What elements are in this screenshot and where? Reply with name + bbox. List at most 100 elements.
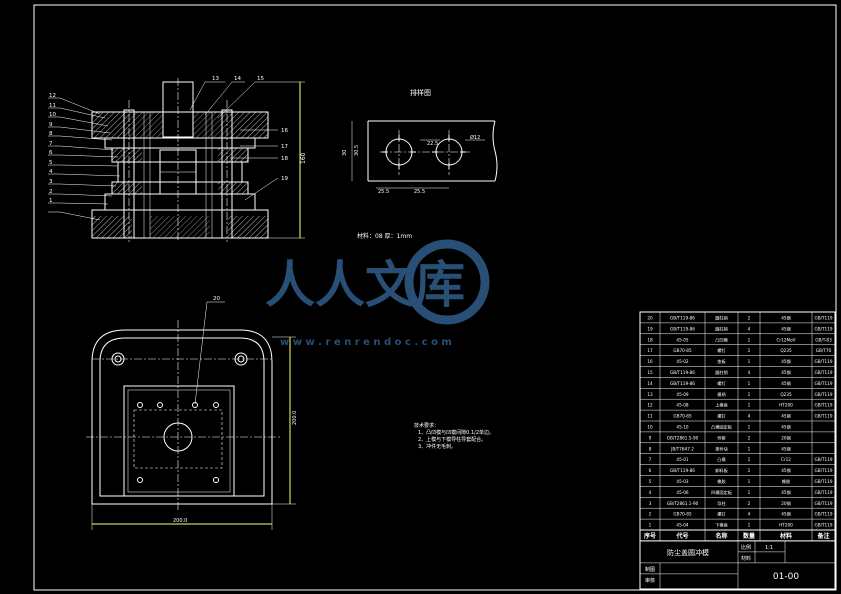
bom-cell: GB/T119-86 [670, 381, 695, 386]
tech-line-1: 1、凸凹模与凹模间隙0.1/2单边。 [418, 429, 494, 436]
callout-6: 6 [49, 150, 53, 156]
dim-plan-width: 200.0 [173, 518, 187, 524]
callout-1: 1 [49, 198, 53, 204]
bom-cell: 1 [748, 359, 751, 364]
bom-cell: HT200 [779, 523, 793, 528]
bom-cell: 2 [748, 435, 751, 440]
tech-line-2: 2、上模与下模导柱导套配合。 [418, 436, 486, 443]
callout-11: 11 [49, 103, 56, 109]
callout-16: 16 [281, 128, 288, 134]
bom-cell: 14 [647, 381, 653, 386]
callout-14: 14 [234, 76, 241, 82]
bom-header-cell: 备注 [816, 532, 829, 540]
bom-cell: 45-01 [676, 457, 689, 462]
bom-cell: GB/T119 [814, 326, 832, 331]
bom-cell: GB/T119 [814, 490, 832, 495]
bom-cell: GB/T70 [816, 348, 832, 353]
bom-cell: 45-05 [676, 337, 689, 342]
bom-cell: 45-10 [676, 425, 689, 430]
bom-cell: 2 [649, 512, 652, 517]
technical-requirements: 技术要求： 1、凸凹模与凹模间隙0.1/2单边。 2、上模与下模导柱导套配合。 … [414, 422, 494, 450]
bom-cell: 1 [748, 490, 751, 495]
bom-scale-label: 比例 [741, 544, 751, 551]
callout-8: 8 [49, 131, 53, 137]
callout-17: 17 [281, 144, 288, 150]
callout-13: 13 [212, 76, 219, 82]
tech-title: 技术要求： [414, 422, 439, 429]
strip-layout-view: 排样图 30 30.5 25.5 25.5 22.5 Ø12 材料：08 厚：1… [342, 88, 498, 240]
bom-cell: GB/T2861.1-90 [667, 501, 699, 506]
callout-20: 20 [213, 296, 220, 302]
bom-cell: 7 [649, 457, 652, 462]
bom-cell: GB/T119 [814, 403, 832, 408]
bom-cell: 1 [748, 392, 751, 397]
bom-cell: 19 [647, 326, 653, 331]
bom-cell: 45钢 [781, 369, 791, 376]
bom-cell: 45钢 [781, 467, 791, 474]
bom-cell: 45钢 [781, 413, 791, 420]
bom-cell: 8 [649, 446, 652, 451]
bom-header-cell: 名称 [715, 532, 727, 540]
callout-15: 15 [257, 76, 264, 82]
dim-strip-pitch: 22.5 [427, 141, 438, 147]
drawing-frame [33, 4, 837, 591]
bom-cell: GB/T119-86 [670, 316, 695, 321]
bom-cell: 下模座 [715, 522, 728, 529]
bom-cell: 1 [748, 457, 751, 462]
bom-cell: 上模座 [715, 402, 728, 409]
bom-cell: 螺钉 [717, 347, 726, 354]
bom-cell: 2 [748, 501, 751, 506]
dim-strip-len2: 25.5 [414, 189, 425, 195]
bom-cell: 16 [647, 359, 653, 364]
bom-cell: 导套 [717, 434, 726, 441]
bom-cell: 螺钉 [717, 413, 726, 420]
bom-cell: 1 [748, 425, 751, 430]
bom-cell: 12 [647, 403, 653, 408]
callout-2: 2 [49, 189, 53, 195]
bom-cell: 凸凹模 [715, 336, 728, 343]
bom-cell: 1 [748, 381, 751, 386]
bom-cell: 螺钉 [717, 380, 726, 387]
bom-cell: 18 [647, 337, 653, 342]
bom-cell: 11 [647, 414, 653, 419]
bom-cell: HT200 [779, 403, 793, 408]
bom-cell: 圆柱销 [715, 325, 728, 332]
bom-cell: 10 [647, 425, 653, 430]
bom-cell: GB70-85 [673, 512, 692, 517]
bom-header-cell: 代号 [675, 532, 688, 540]
bom-cell: GB70-85 [673, 348, 692, 353]
bom-cell: 垫板 [717, 358, 726, 365]
bom-cell: GB/T-83 [815, 337, 832, 342]
callout-19: 19 [281, 176, 288, 182]
bom-cell: 4 [748, 326, 751, 331]
bom-cell: 橡胶 [782, 478, 790, 485]
bom-cell: 45钢 [781, 315, 791, 322]
bom-cell: 20钢 [781, 500, 791, 507]
plan-view: 200.0 200.0 20 [86, 296, 298, 530]
watermark-ring [404, 239, 490, 325]
watermark: 人人文库 w w w . r e n r e n d o c . c o m [265, 239, 490, 348]
bom-cell: 45钢 [781, 489, 791, 496]
bom-cell: GB/T119 [814, 523, 832, 528]
bom-cell: GB/T119-86 [670, 468, 695, 473]
bom-cell: GB70-85 [673, 414, 692, 419]
callout-4: 4 [49, 169, 53, 175]
bom-cell: 45-03 [676, 479, 689, 484]
dim-strip-width: 30 [342, 150, 348, 156]
bom-cell: 橡胶 [717, 478, 725, 485]
bom-cell: GB/T119 [814, 381, 832, 386]
callout-12: 12 [49, 93, 56, 99]
bom-cell: 1 [649, 523, 652, 528]
bom-cell: 45钢 [781, 511, 791, 518]
bom-cell: 4 [748, 512, 751, 517]
bom-cell: 4 [748, 370, 751, 375]
bom-cell: 1 [748, 479, 751, 484]
bom-cell: 导柱 [717, 500, 726, 507]
dim-strip-len1: 25.5 [378, 189, 389, 195]
bom-cell: 凸模固定板 [711, 424, 733, 431]
watermark-brand: 人人文库 [265, 256, 465, 314]
bom-cell: 45钢 [781, 445, 791, 452]
bom-cell: 凸模 [717, 456, 726, 463]
callout-9: 9 [49, 122, 53, 128]
bom-scale-value: 1:1 [765, 545, 773, 551]
